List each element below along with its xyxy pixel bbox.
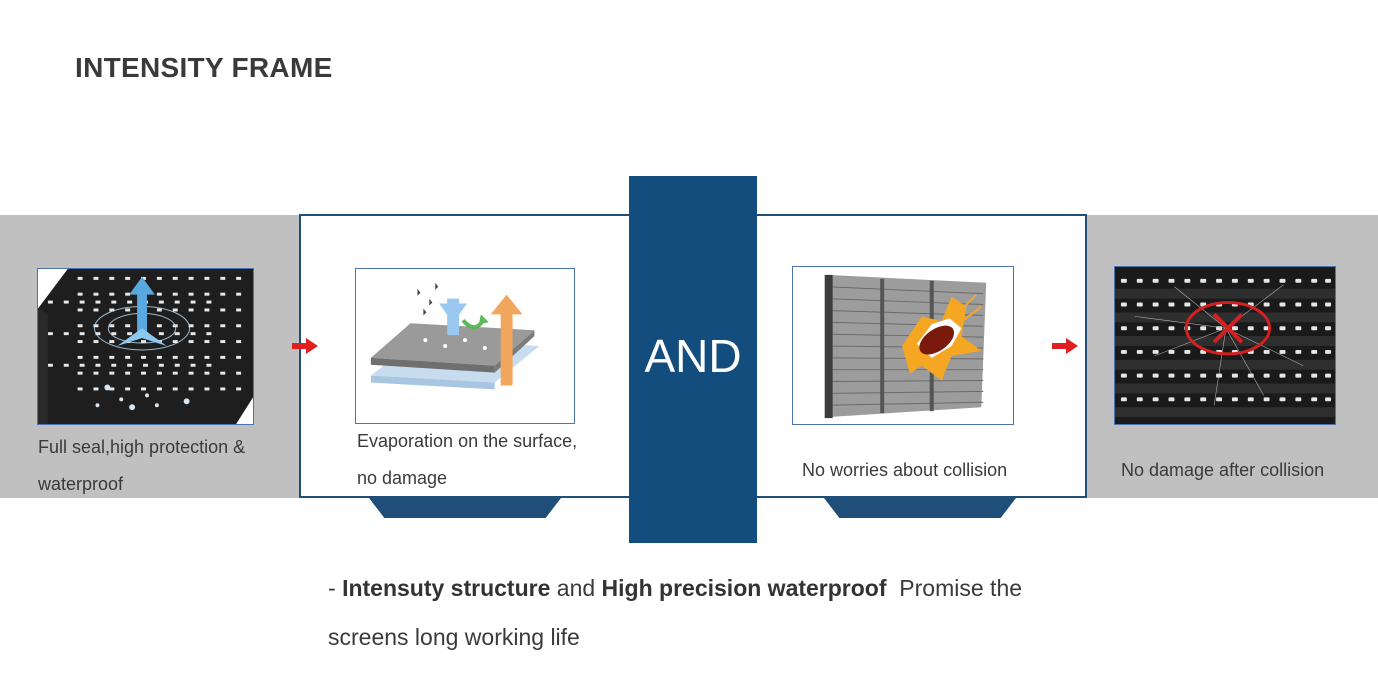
summary-prefix: - (328, 575, 343, 601)
caption-line: waterproof (38, 474, 124, 494)
arrow-right-icon (292, 338, 318, 354)
page-title: INTENSITY FRAME (75, 52, 333, 83)
caption-line: Full seal,high protection & (38, 437, 246, 457)
caption-panel-4: No damage after collision (1121, 452, 1324, 489)
caption-panel-2: Evaporation on the surface, no damage (357, 423, 577, 497)
caption-line: no damage (357, 468, 448, 488)
summary-mid: and (550, 575, 602, 601)
collision-frame-image (792, 266, 1014, 425)
summary-rest: Promise the screens long working life (328, 575, 1029, 650)
panel-tab-left (369, 498, 561, 518)
caption-line: Evaporation on the surface, (357, 431, 578, 451)
caption-panel-1: Full seal,high protection & waterproof (38, 429, 245, 503)
caption-line: No worries about collision (802, 460, 1008, 480)
evaporation-layers-image (355, 268, 575, 424)
led-module-waterproof-image (37, 268, 254, 425)
caption-panel-3: No worries about collision (802, 452, 1007, 489)
caption-line: No damage after collision (1121, 460, 1325, 480)
and-label: AND (644, 329, 742, 382)
panel-tab-right (824, 498, 1016, 518)
summary-bold-structure: Intensuty structure (342, 575, 551, 601)
led-module-no-damage-image (1114, 266, 1336, 425)
summary-bold-waterproof: High precision waterproof (601, 575, 887, 601)
summary-text: - Intensuty structure and High precision… (328, 564, 1088, 662)
arrow-right-icon (1052, 338, 1078, 354)
and-column: AND (629, 176, 757, 543)
